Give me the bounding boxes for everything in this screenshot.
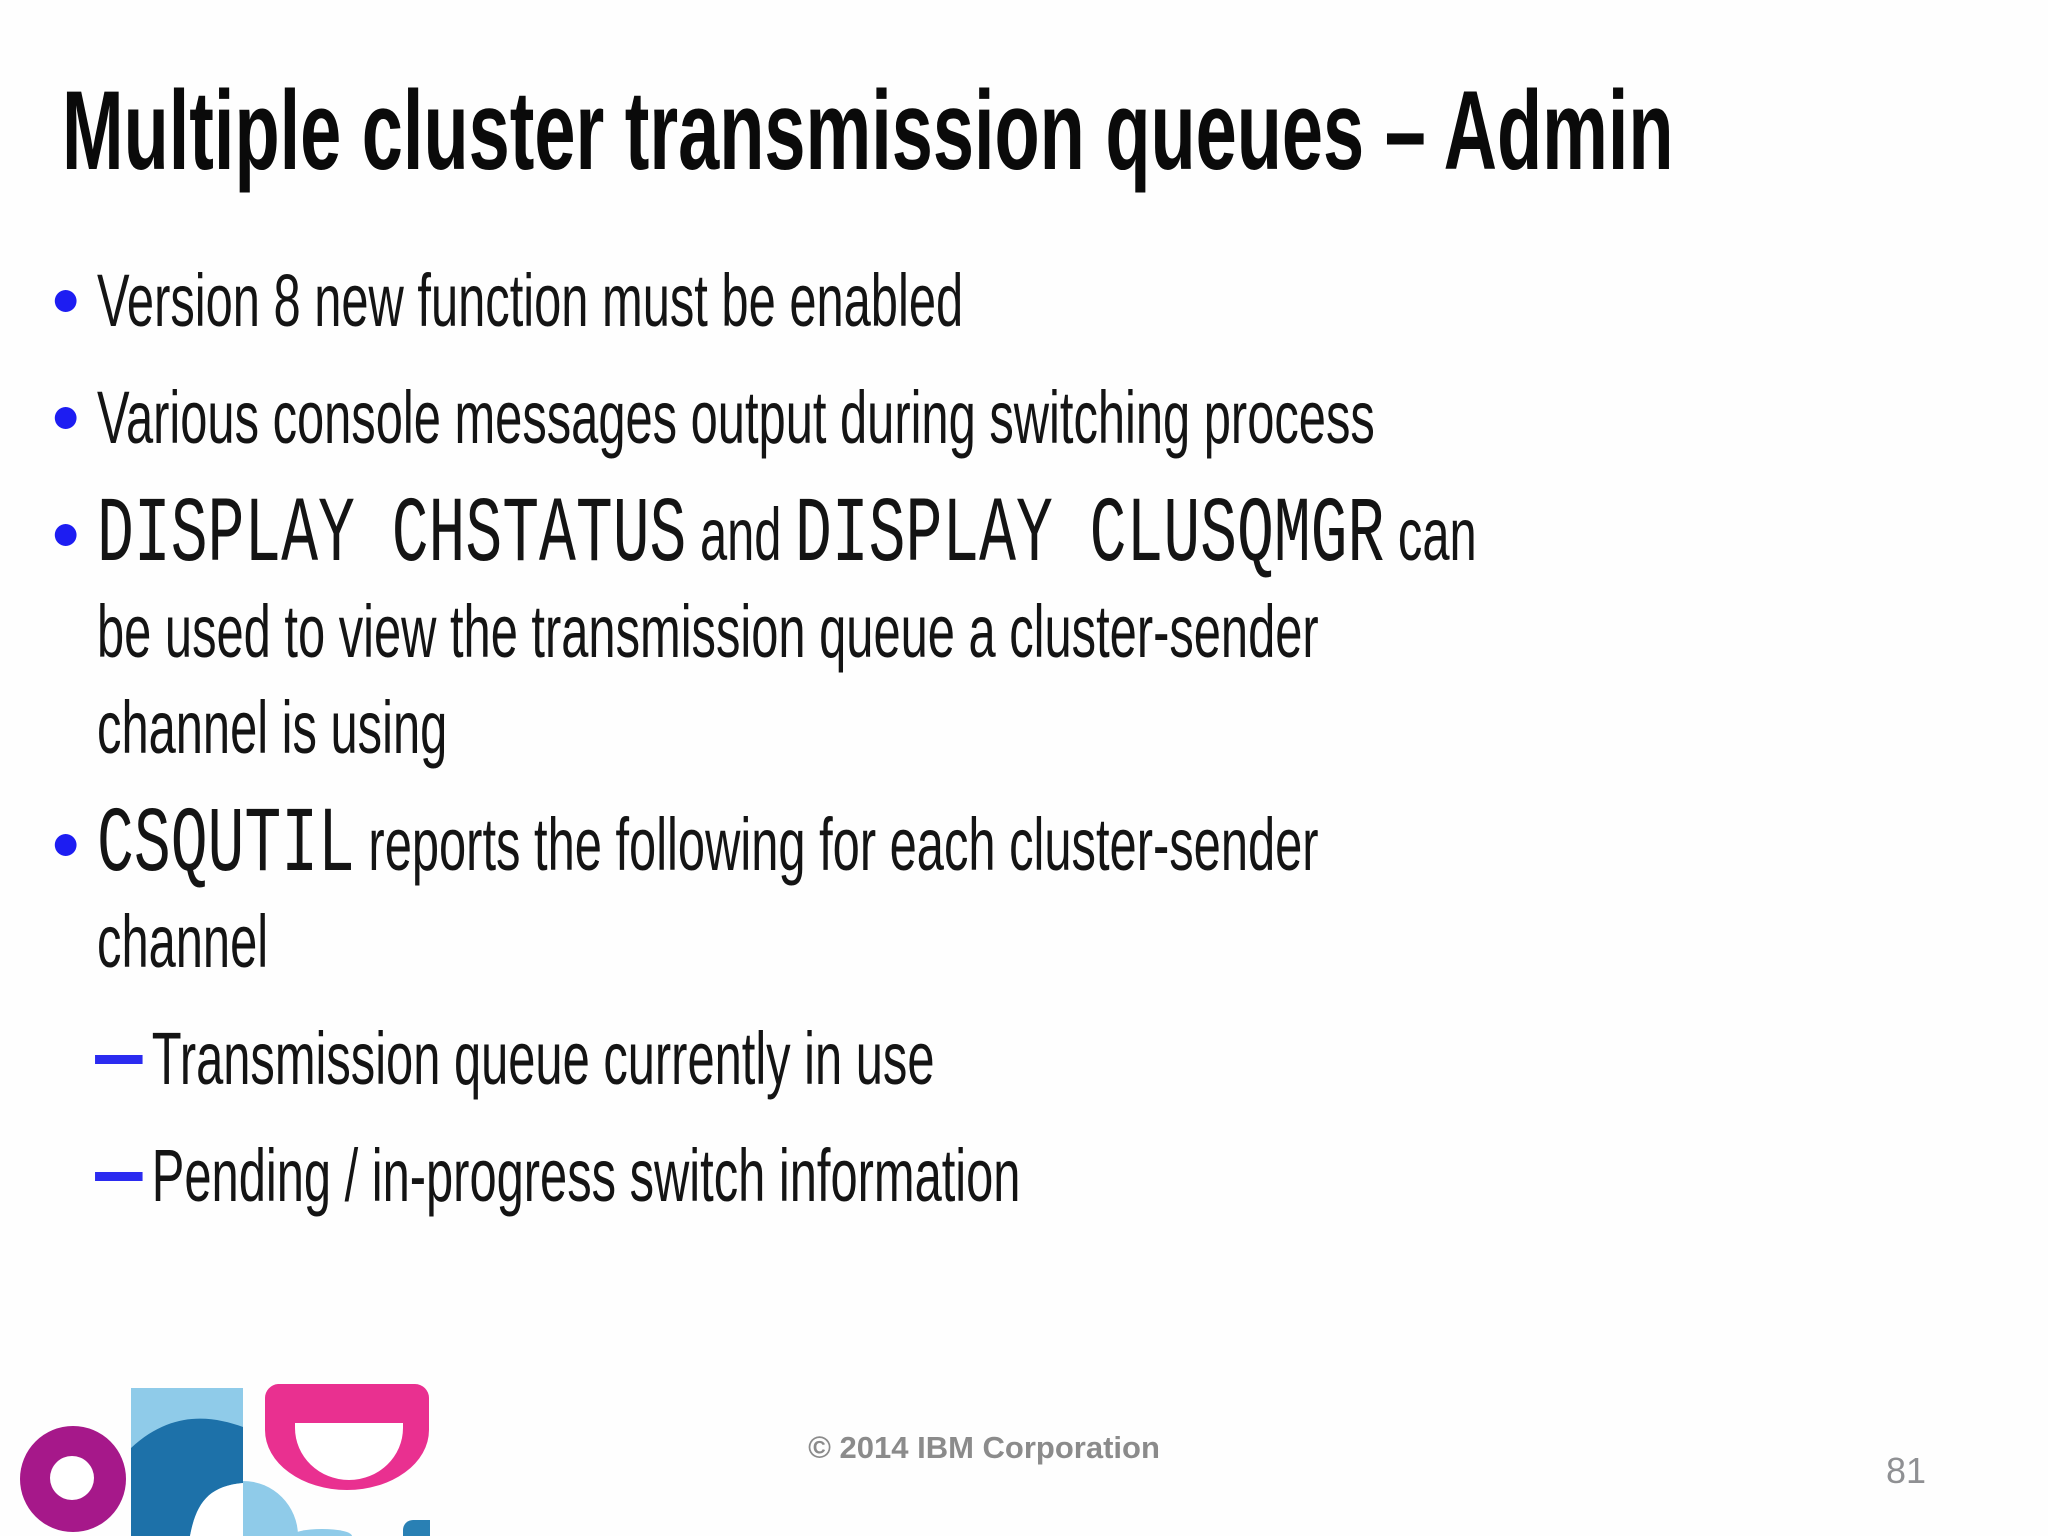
- bullet-text: Various console messages output during s…: [97, 370, 1375, 466]
- copyright-text: © 2014 IBM Corporation: [808, 1430, 1160, 1465]
- text-segment: can be used to view the transmission que…: [97, 493, 1477, 769]
- logo-arc-shape: [131, 1418, 243, 1536]
- bullet-text: Version 8 new function must be enabled: [97, 253, 963, 349]
- code-segment: DISPLAY CLUSQMGR: [795, 483, 1385, 588]
- conference-logo: [20, 1384, 430, 1536]
- bullet-item: Various console messages output during s…: [0, 370, 1624, 466]
- text-segment: Version 8 new function must be enabled: [97, 259, 964, 342]
- dot-icon: [54, 290, 77, 312]
- bullet-text: DISPLAY CHSTATUS and DISPLAY CLUSQMGR ca…: [97, 487, 1477, 776]
- dot-icon: [54, 834, 77, 856]
- text-segment: Various console messages output during s…: [97, 376, 1375, 459]
- text-segment: reports the following for each cluster-s…: [97, 803, 1319, 983]
- logo-bottom-strip: [403, 1520, 430, 1536]
- dash-icon: [95, 1172, 143, 1181]
- code-segment: CSQUTIL: [97, 793, 355, 898]
- dash-bullet-marker: [95, 1011, 152, 1064]
- code-segment: DISPLAY CHSTATUS: [97, 483, 687, 588]
- dash-icon: [95, 1055, 143, 1064]
- page-number: 81: [1886, 1450, 1927, 1491]
- bullet-text: Pending / in-progress switch information: [152, 1128, 1021, 1224]
- logo-ring-hole: [50, 1456, 94, 1500]
- bullet-text: Transmission queue currently in use: [152, 1011, 935, 1107]
- dot-bullet-marker: [54, 370, 97, 429]
- slide-title: Multiple cluster transmission queues – A…: [62, 68, 1674, 193]
- bullet-item: Pending / in-progress switch information: [0, 1128, 1624, 1224]
- bullet-item: DISPLAY CHSTATUS and DISPLAY CLUSQMGR ca…: [0, 487, 1624, 776]
- bullet-text: CSQUTIL reports the following for each c…: [97, 797, 1319, 990]
- bullet-item: Version 8 new function must be enabled: [0, 253, 1624, 349]
- dash-bullet-marker: [95, 1128, 152, 1181]
- dot-icon: [54, 407, 77, 429]
- logo-arc-inner-white: [190, 1483, 243, 1536]
- text-segment: and: [686, 493, 796, 576]
- dot-icon: [54, 524, 77, 546]
- logo-smile-hole: [295, 1423, 403, 1480]
- text-segment: Pending / in-progress switch information: [151, 1134, 1021, 1217]
- dot-bullet-marker: [54, 487, 97, 546]
- bullet-item: CSQUTIL reports the following for each c…: [0, 797, 1624, 990]
- bullet-item: Transmission queue currently in use: [0, 1011, 1624, 1107]
- logo-corner-bump-shape: [243, 1481, 298, 1536]
- dot-bullet-marker: [54, 797, 97, 856]
- text-segment: Transmission queue currently in use: [151, 1017, 935, 1100]
- dot-bullet-marker: [54, 253, 97, 312]
- logo-bottom-sliver: [292, 1529, 352, 1536]
